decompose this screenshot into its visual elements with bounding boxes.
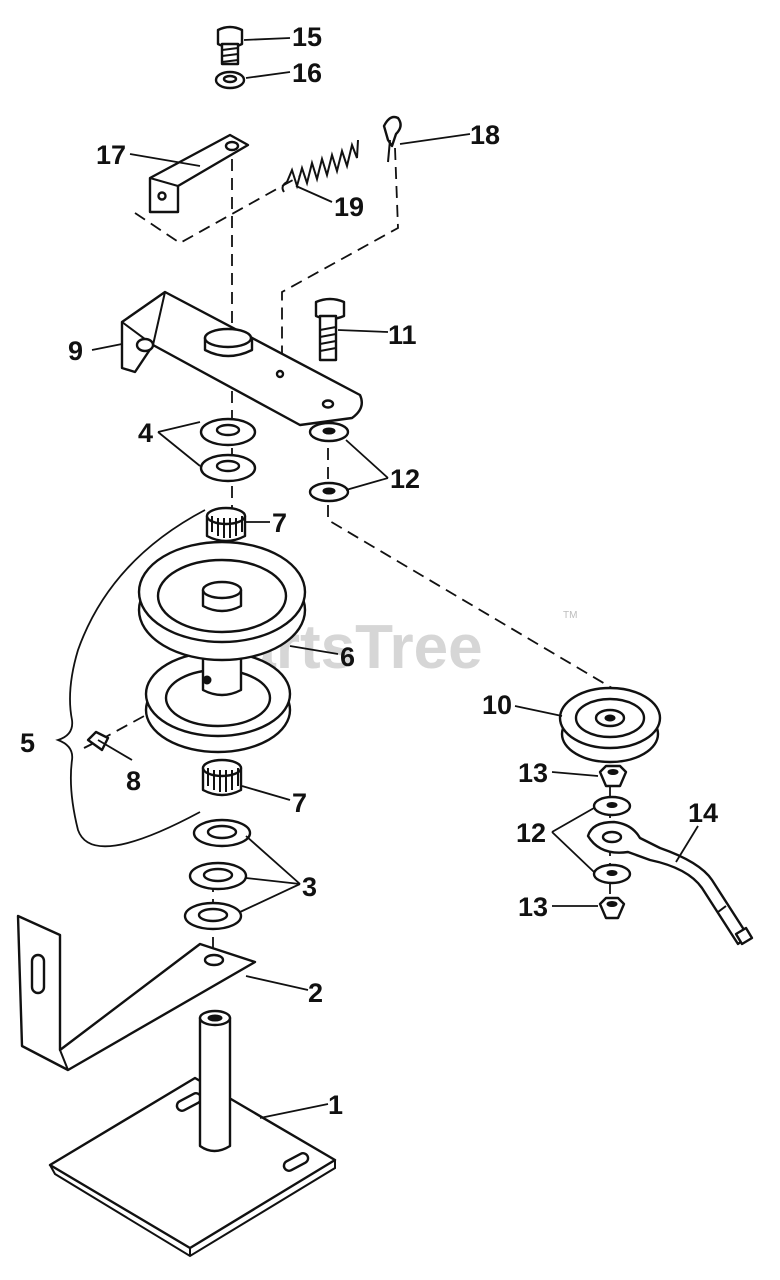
part-18-cotter-pin <box>382 115 402 163</box>
callout-7-upper: 7 <box>272 508 287 538</box>
callout-4: 4 <box>138 418 153 448</box>
callout-18: 18 <box>470 120 500 150</box>
part-10-idler-pulley <box>558 686 662 764</box>
part-19-spring <box>281 139 359 193</box>
part-9-idler-arm <box>120 290 363 427</box>
leader-lines <box>91 37 699 1119</box>
callout-19: 19 <box>334 192 364 222</box>
callout-5: 5 <box>20 728 35 758</box>
callout-13-upper: 13 <box>518 758 548 788</box>
callout-3: 3 <box>302 872 317 902</box>
part-14-crank-arm <box>586 820 754 946</box>
part-6-double-pulley <box>137 540 307 754</box>
callout-15: 15 <box>292 22 322 52</box>
part-5-assembly-brace <box>55 509 206 848</box>
callout-12-upper: 12 <box>390 464 420 494</box>
callout-11: 11 <box>388 320 417 350</box>
part-13-nuts <box>598 764 628 920</box>
part-12-washers-lower <box>592 795 632 885</box>
part-11-bolt <box>314 297 346 362</box>
callout-10: 10 <box>482 690 512 720</box>
callout-17: 17 <box>96 140 126 170</box>
callout-7-lower: 7 <box>292 788 307 818</box>
callout-16: 16 <box>292 58 322 88</box>
callout-8: 8 <box>126 766 141 796</box>
callout-13-lower: 13 <box>518 892 548 922</box>
part-15-bolt <box>216 25 244 66</box>
part-2-mounting-bracket <box>16 914 257 1072</box>
part-7-bearing-upper <box>205 506 247 543</box>
watermark-trademark: TM <box>563 610 577 621</box>
callout-labels: 15 16 17 18 19 11 9 4 12 7 6 5 8 7 3 2 1… <box>20 22 718 1120</box>
callout-1: 1 <box>328 1090 343 1120</box>
part-3-washers <box>183 818 252 931</box>
part-12-washers-upper <box>308 421 350 503</box>
callout-6: 6 <box>340 642 355 672</box>
callout-2: 2 <box>308 978 323 1008</box>
part-17-bracket <box>148 133 250 214</box>
callout-12-lower: 12 <box>516 818 546 848</box>
part-1-base-plate <box>48 1009 337 1258</box>
callout-14: 14 <box>688 798 718 828</box>
part-16-lock-washer <box>214 70 246 90</box>
callout-9: 9 <box>68 336 83 366</box>
part-7-bearing-lower <box>201 758 243 797</box>
part-4-washers <box>199 417 257 483</box>
part-8-grease-fitting <box>83 730 110 752</box>
